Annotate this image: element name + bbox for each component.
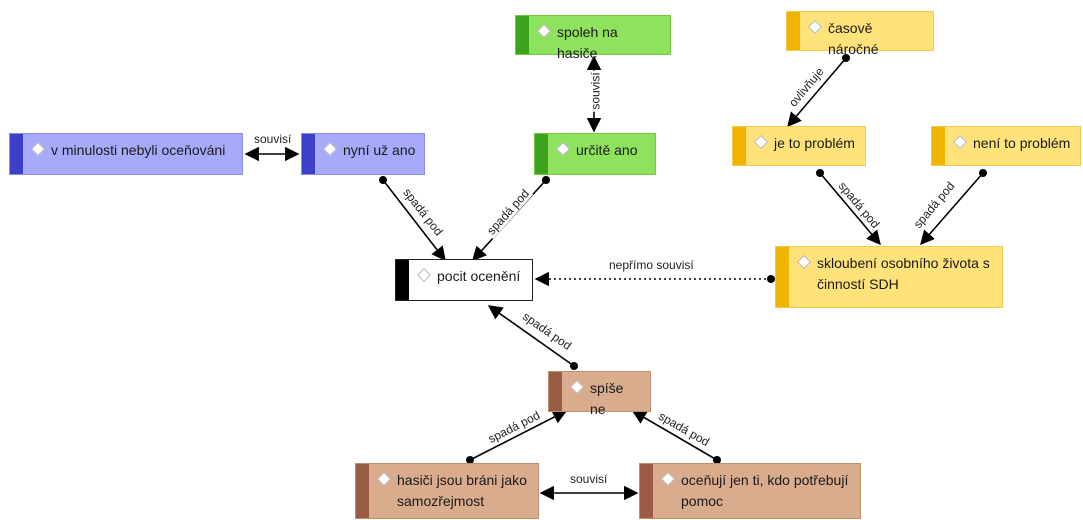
node-skloubeni[interactable]: skloubení osobního života s činností SDH <box>775 246 1003 308</box>
node-label: v minulosti nebyli oceňováni <box>51 142 226 158</box>
node-color-bar <box>549 372 562 411</box>
diamond-icon <box>954 136 967 149</box>
node-je-to-problem[interactable]: je to problém <box>732 126 866 166</box>
edge-dot <box>842 54 850 62</box>
node-color-bar <box>733 127 746 165</box>
diamond-icon <box>809 21 822 34</box>
diamond-icon <box>662 473 675 486</box>
node-nyni-uz-ano[interactable]: nyní už ano <box>301 133 425 175</box>
node-color-bar <box>535 134 548 174</box>
edge-dot <box>979 169 987 177</box>
edge-dot <box>379 176 387 184</box>
node-label: spíše ne <box>590 380 624 417</box>
diamond-icon <box>538 25 551 38</box>
node-color-bar <box>776 247 789 307</box>
node-v-minulosti[interactable]: v minulosti nebyli oceňováni <box>9 133 243 175</box>
diamond-icon <box>755 136 768 149</box>
node-pocit-oceneni[interactable]: pocit ocenění <box>395 259 533 301</box>
node-color-bar <box>640 464 653 518</box>
edge-spada-spise <box>487 305 575 367</box>
node-neni-to-problem[interactable]: není to problém <box>931 126 1081 166</box>
node-casove[interactable]: časově náročné <box>786 11 934 57</box>
node-spise-ne[interactable]: spíše ne <box>548 371 651 417</box>
edge-dot <box>816 169 824 177</box>
node-color-bar <box>10 134 23 174</box>
diamond-icon <box>798 256 811 269</box>
node-label: pocit ocenění <box>437 268 521 284</box>
node-urcite-ano[interactable]: určitě ano <box>534 133 656 175</box>
diamond-icon <box>418 269 431 282</box>
node-label: spoleh na hasiče <box>557 24 618 61</box>
node-label: určitě ano <box>576 142 638 158</box>
edge-spada-neni <box>920 172 984 246</box>
node-color-bar <box>787 12 800 50</box>
node-label: oceňují jen ti, kdo potřebují pomoc <box>681 472 849 509</box>
diamond-icon <box>378 473 391 486</box>
edge-dot <box>713 456 721 464</box>
node-label: je to problém <box>774 135 855 151</box>
diamond-icon <box>324 143 337 156</box>
edge-spada-nyni <box>382 179 446 262</box>
node-color-bar <box>396 260 409 300</box>
node-label: hasiči jsou bráni jako samozřejmost <box>397 472 527 509</box>
diamond-icon <box>571 381 584 394</box>
node-hasici[interactable]: hasiči jsou bráni jako samozřejmost <box>355 463 539 519</box>
node-label: nyní už ano <box>343 142 416 158</box>
node-spoleh[interactable]: spoleh na hasiče <box>515 15 671 61</box>
edge-label-neprimo: nepřímo souvisí <box>607 258 696 272</box>
edge-label-souvisi-green: souvisí <box>588 70 603 112</box>
edge-label-souvisi-brown: souvisí <box>568 472 610 486</box>
node-color-bar <box>516 16 529 54</box>
diamond-icon <box>557 143 570 156</box>
node-oceňuji[interactable]: oceňují jen ti, kdo potřebují pomoc <box>639 463 861 519</box>
edge-spada-je <box>819 172 881 246</box>
diamond-icon <box>32 143 45 156</box>
edge-spada-hasici <box>469 410 568 461</box>
edge-dot <box>767 275 775 283</box>
node-color-bar <box>932 127 945 165</box>
edge-spada-oceňuji <box>631 410 718 461</box>
edge-label-souvisi-blue: souvisí <box>252 132 294 146</box>
edge-ovlivnuje <box>787 57 847 128</box>
node-label: není to problém <box>973 135 1071 151</box>
edge-dot <box>466 456 474 464</box>
node-label: časově náročné <box>828 20 879 57</box>
edge-dot <box>542 176 550 184</box>
edge-dot <box>570 362 578 370</box>
node-color-bar <box>302 134 315 174</box>
node-label: skloubení osobního života s činností SDH <box>817 255 990 292</box>
node-color-bar <box>356 464 369 518</box>
